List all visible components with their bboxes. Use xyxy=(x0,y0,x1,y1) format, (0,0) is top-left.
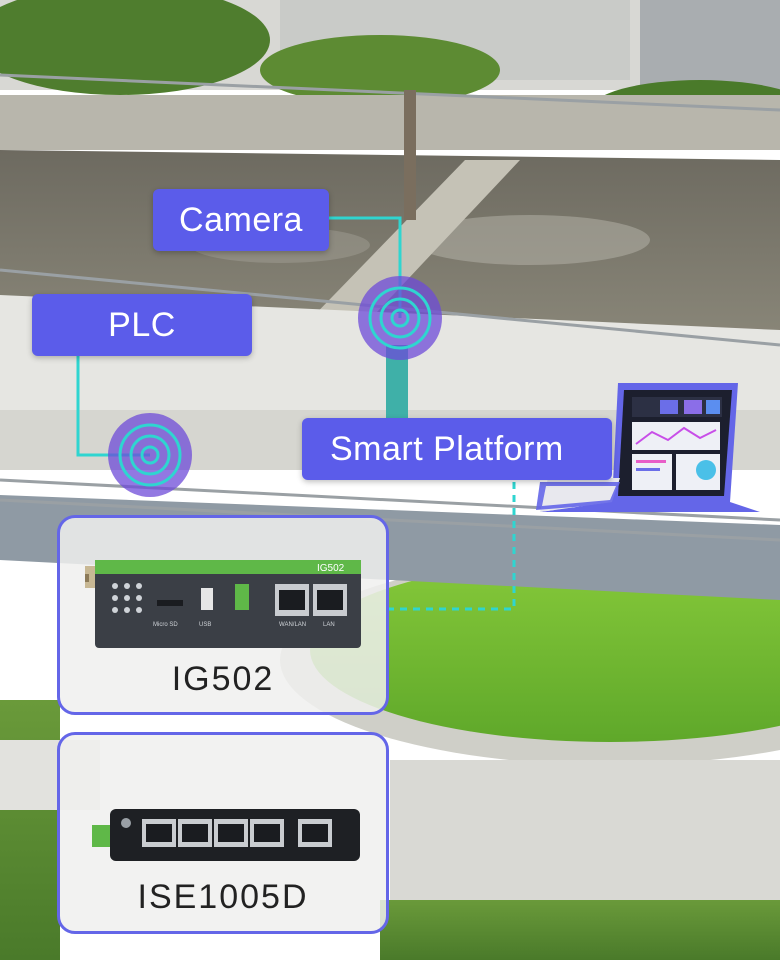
camera-label: Camera xyxy=(153,189,329,251)
port-label-lan: LAN xyxy=(323,622,335,628)
ise1005d-title: ISE1005D xyxy=(137,878,309,916)
wireless-signal-icon xyxy=(108,413,192,497)
laptop-dashboard-icon xyxy=(536,383,760,512)
port-label-wanlan: WAN/LAN xyxy=(279,622,306,628)
platform-connector-line xyxy=(389,482,516,611)
router-case-label: IG502 xyxy=(317,563,345,574)
smart-platform-label-text: Smart Platform xyxy=(330,429,564,468)
port-label-usb: USB xyxy=(199,622,211,628)
ise1005d-card: ISE1005D xyxy=(57,732,389,934)
camera-label-text: Camera xyxy=(179,200,303,239)
ig502-title: IG502 xyxy=(171,660,275,698)
wireless-signal-icon xyxy=(358,276,442,360)
port-label-microsd: Micro SD xyxy=(153,622,178,628)
plc-label-text: PLC xyxy=(108,305,176,344)
smart-platform-label: Smart Platform xyxy=(302,418,612,480)
ig502-router-image: IG502 Micro SD USB WAN/LAN LAN xyxy=(85,560,361,648)
ig502-card: IG502 Micro SD USB WAN/LAN LAN IG502 xyxy=(57,515,389,715)
plc-label: PLC xyxy=(32,294,252,356)
ise1005d-switch-image xyxy=(92,809,360,861)
